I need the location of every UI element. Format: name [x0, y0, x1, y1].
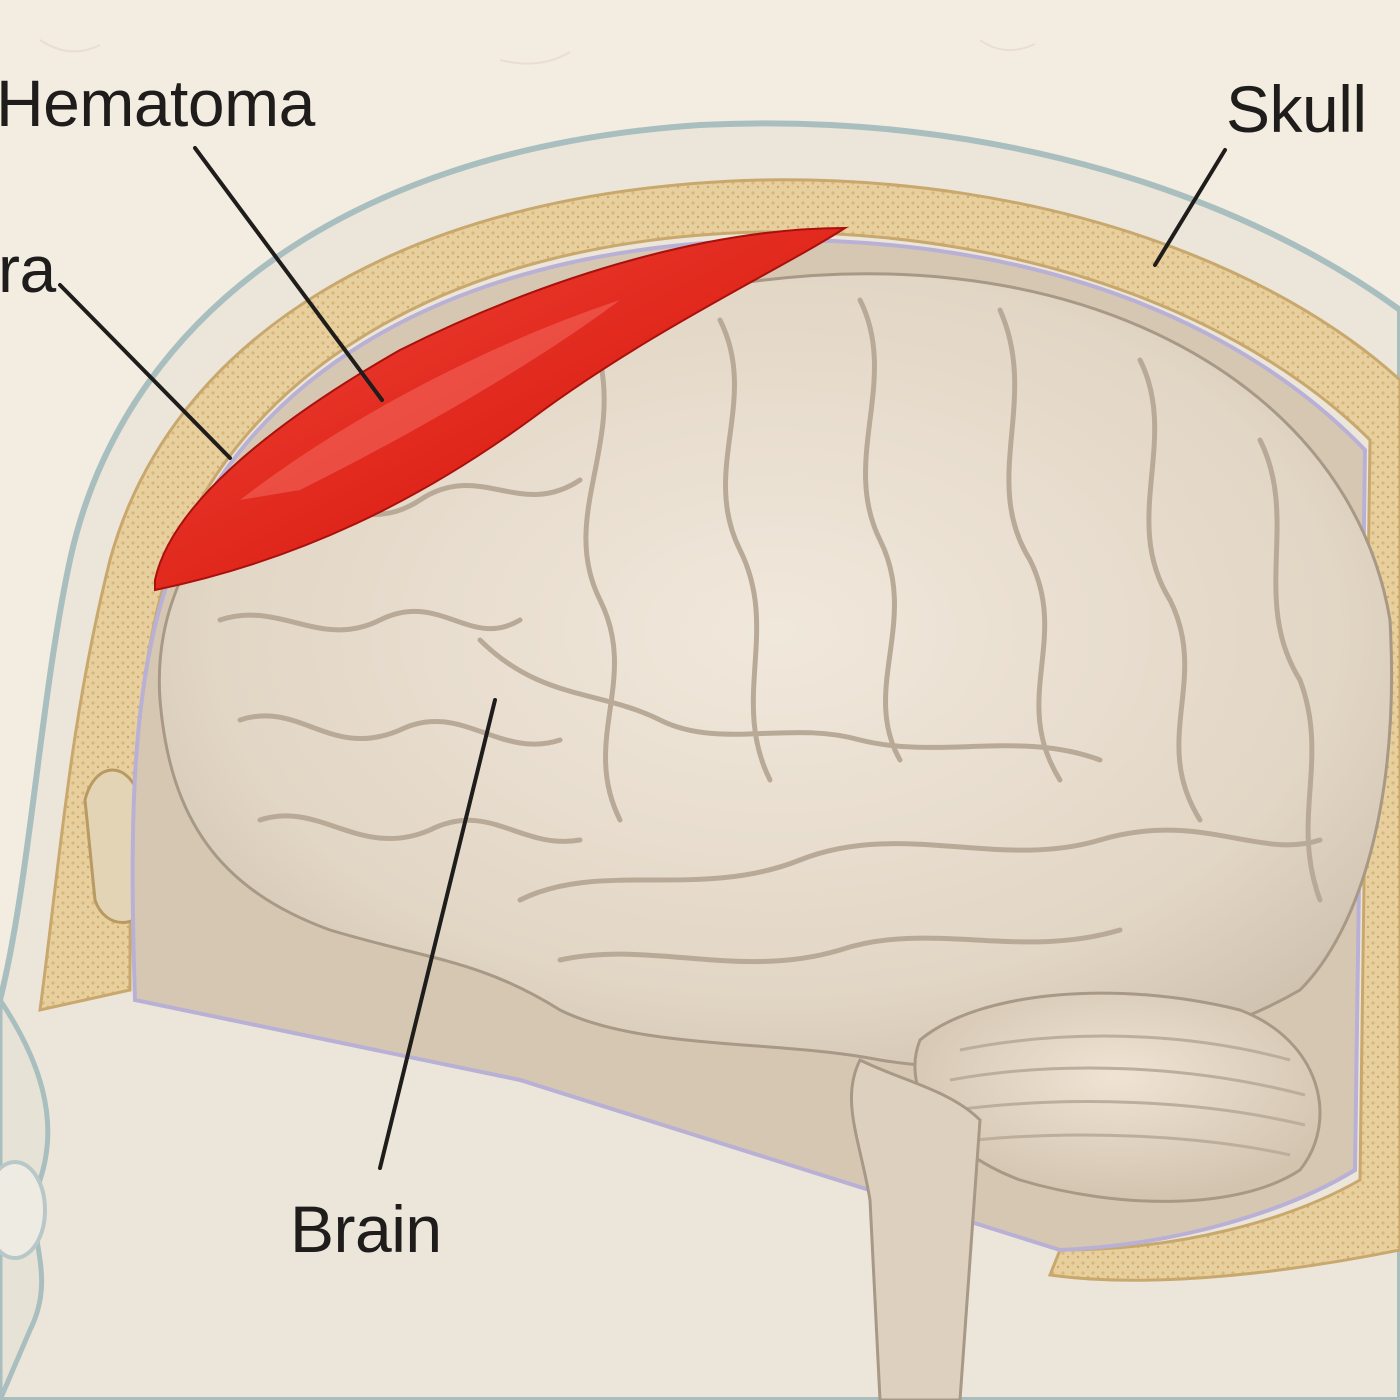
leader-line-brain — [378, 698, 497, 1170]
brain-folds — [217, 297, 1323, 965]
brain-stem — [849, 1057, 982, 1400]
label-hematoma: Hematoma — [0, 66, 315, 140]
cerebellum-folia — [949, 1034, 1306, 1157]
leader-line-hematoma — [193, 146, 384, 402]
skull-bone — [38, 178, 1400, 1282]
label-brain: Brain — [290, 1192, 442, 1266]
hematoma-highlight — [240, 300, 620, 500]
leader-line-dura — [58, 283, 232, 460]
hematoma-bleed — [154, 226, 849, 592]
label-dura: ra — [0, 232, 56, 306]
leader-lines — [58, 146, 1227, 1170]
eye-shape — [0, 1160, 47, 1260]
leader-line-skull — [1153, 148, 1227, 267]
label-skull: Skull — [1226, 72, 1367, 146]
